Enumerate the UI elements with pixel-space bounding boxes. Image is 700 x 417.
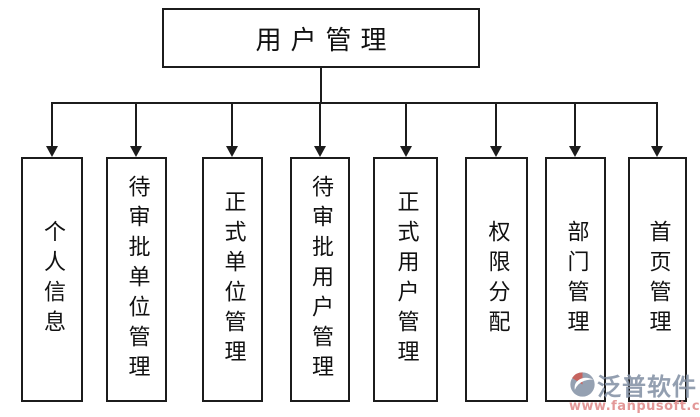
node-permission-assignment: 权限分配 [465,157,528,402]
node-official-user-management: 正式用户管理 [373,157,438,402]
node-official-unit-management: 正式单位管理 [202,157,263,402]
node-label: 待审批单位管理 [124,174,150,385]
node-label: 正式用户管理 [393,189,419,370]
node-label: 权限分配 [484,219,510,340]
node-user-management: 用户管理 [162,8,480,68]
arrowhead-icon [46,146,663,157]
node-label: 正式单位管理 [220,189,246,370]
node-label: 部门管理 [563,219,589,340]
node-label: 首页管理 [645,219,671,340]
node-pending-user-management: 待审批用户管理 [290,157,350,402]
node-label: 待审批用户管理 [308,174,333,385]
node-pending-unit-management: 待审批单位管理 [106,157,167,402]
node-personal-info: 个人信息 [21,157,83,402]
node-label: 个人信息 [40,219,65,340]
node-homepage-management: 首页管理 [628,157,687,402]
node-label: 用户管理 [255,25,396,56]
node-department-management: 部门管理 [545,157,606,402]
